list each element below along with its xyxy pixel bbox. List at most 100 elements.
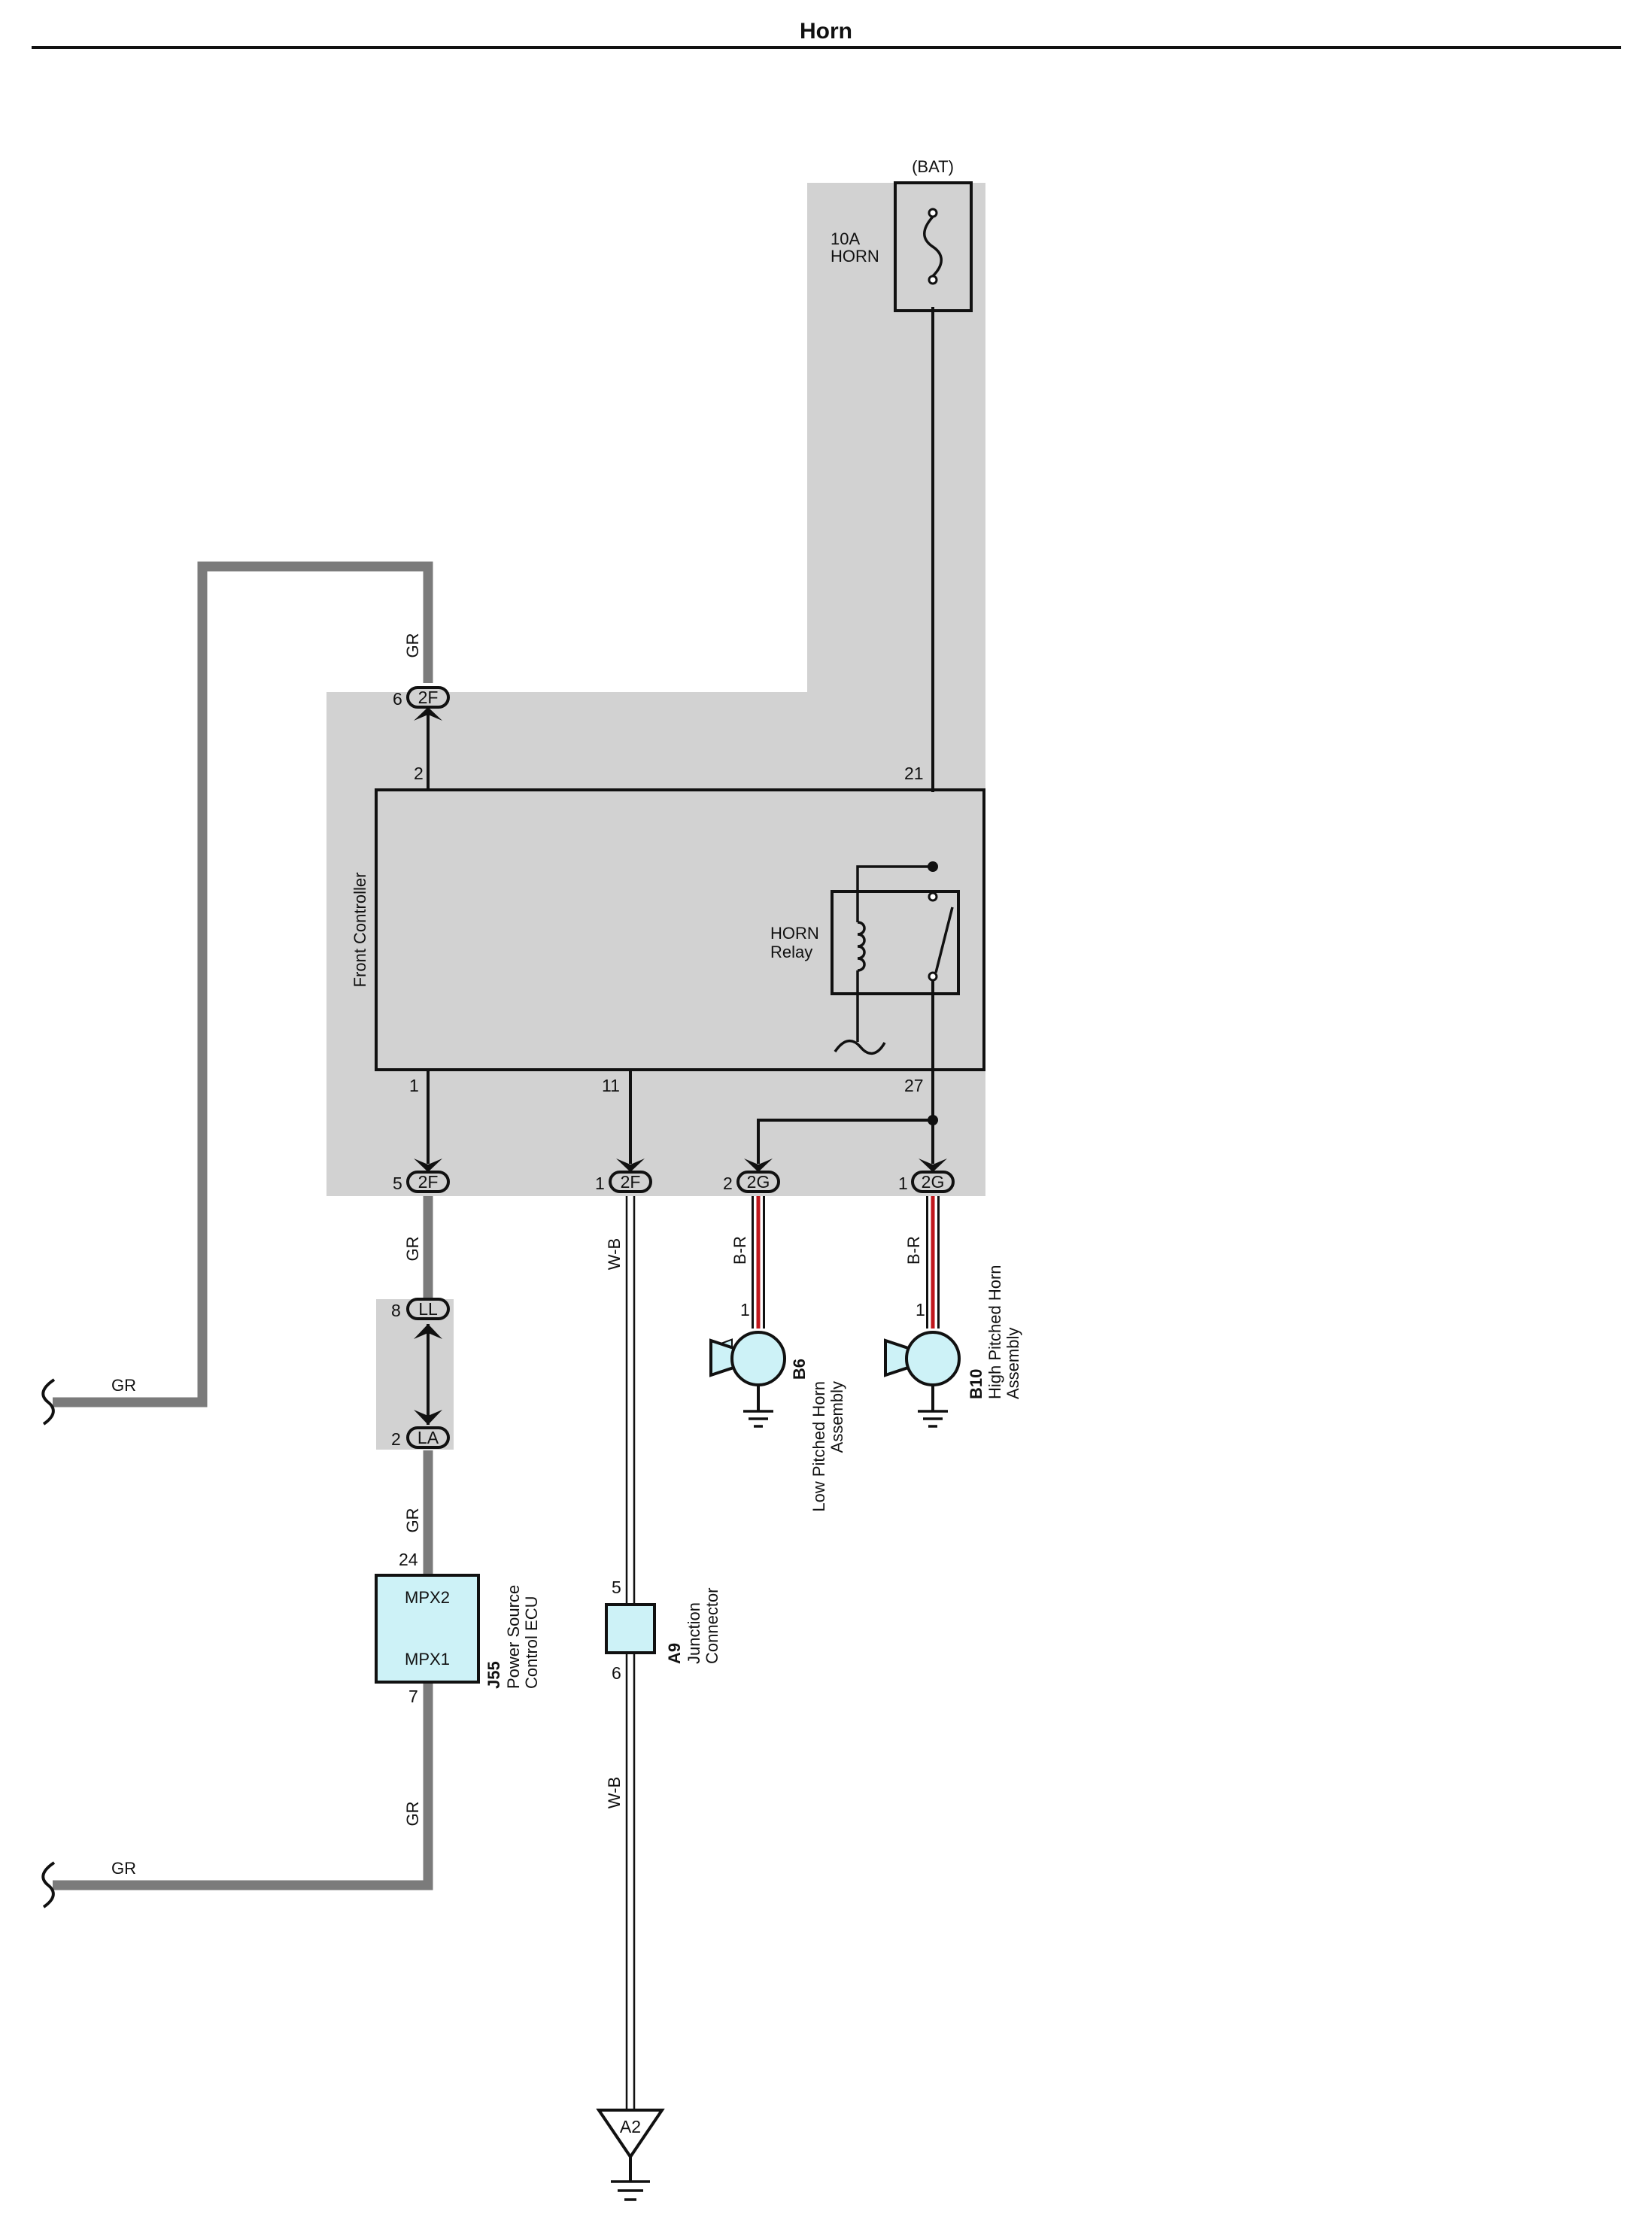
- wire-label-gr-low: GR: [403, 1802, 422, 1827]
- connector-body: [406, 1426, 450, 1449]
- connector-2g-high: 2G 1: [898, 1158, 955, 1193]
- gr-wire-upper-loop: [53, 561, 433, 1407]
- connector-pin: 8: [391, 1301, 401, 1320]
- wire-break-lower: [41, 1861, 56, 1909]
- fuse-element-icon: [923, 215, 943, 278]
- connector-pin: 2: [723, 1174, 733, 1193]
- connector-2f-mid: 2F 1: [595, 1158, 652, 1193]
- horn-label-line2: Assembly: [828, 1381, 846, 1453]
- horn-pin: 1: [740, 1300, 750, 1319]
- gr-wire-group: [53, 561, 433, 1890]
- junction-label-line2: Connector: [703, 1587, 721, 1664]
- ecu-label-line1: Power Source: [504, 1585, 523, 1689]
- connector-body: [406, 1298, 450, 1320]
- wire-break-upper: [41, 1378, 56, 1426]
- fuse-terminal-bottom: [928, 275, 938, 285]
- connector-code: 2F: [418, 688, 439, 707]
- fuse-amp-label: 10A: [831, 229, 860, 248]
- connector-arrow-icon: [414, 1158, 442, 1172]
- connector-pin: 2: [391, 1429, 401, 1449]
- horn-pin: 1: [916, 1300, 925, 1319]
- connector-2g-low: 2G 2: [723, 1158, 780, 1193]
- connector-code: 2F: [418, 1172, 439, 1192]
- junction-dot-relay-top: [928, 861, 938, 872]
- connector-pin: 1: [595, 1174, 605, 1193]
- junction-code: A9: [665, 1643, 684, 1664]
- connector-pin: 6: [393, 689, 402, 709]
- connector-arrow-icon: [414, 707, 442, 721]
- ecu-pin-bottom: 7: [408, 1687, 418, 1706]
- horn-code: B6: [790, 1359, 809, 1380]
- connector-body: [736, 1171, 780, 1193]
- wire-label-br-high: B-R: [904, 1236, 923, 1265]
- connector-code: 2F: [621, 1172, 641, 1192]
- junction-pin-bottom: 6: [612, 1663, 621, 1683]
- power-source-control-ecu: MPX2 MPX1 24 7 J55 Power Source Control …: [375, 1550, 541, 1706]
- connector-body: [406, 1171, 450, 1193]
- fc-pin-2: 2: [414, 764, 424, 783]
- relay-contact-bottom: [928, 971, 938, 982]
- connector-body: [406, 686, 450, 709]
- wire-label-wb-lower: W-B: [605, 1777, 624, 1808]
- connector-arrow-up-icon: [414, 1324, 442, 1339]
- ecu-terminal-mpx2: MPX2: [405, 1588, 450, 1607]
- wire-label-gr-left-lower: GR: [111, 1859, 136, 1878]
- wire-label-gr-la: GR: [403, 1508, 422, 1533]
- junction-box: [605, 1603, 656, 1654]
- relay-label-line1: HORN: [770, 924, 819, 943]
- fc-pin-21: 21: [904, 764, 924, 783]
- ground-point-a2: A2: [596, 2109, 665, 2201]
- connector-arrow-icon: [919, 1158, 947, 1172]
- horn-label-line1: Low Pitched Horn: [809, 1381, 828, 1512]
- relay-label-line2: Relay: [770, 943, 812, 961]
- front-controller-label: Front Controller: [351, 873, 369, 988]
- connector-ll: LL 8: [391, 1298, 450, 1339]
- connector-code: LL: [418, 1299, 438, 1319]
- wire-label-wb-upper: W-B: [605, 1238, 624, 1270]
- connector-2f-left: 2F 5: [393, 1158, 450, 1193]
- ecu-terminal-mpx1: MPX1: [405, 1650, 450, 1669]
- horn-relay: HORN Relay: [770, 861, 960, 1070]
- ground-point-triangle-icon: [596, 2109, 665, 2160]
- gr-wire-ecu-lower: [53, 1682, 433, 1890]
- horn-label-line1: High Pitched Horn: [985, 1265, 1004, 1399]
- connector-pin: 5: [393, 1174, 402, 1193]
- ecu-box: [375, 1574, 480, 1684]
- fc-pin-1: 1: [409, 1076, 419, 1095]
- wire-label-gr-mid: GR: [403, 1237, 422, 1262]
- connector-code: 2G: [922, 1172, 945, 1192]
- relay-coil-feed: [856, 865, 933, 922]
- ecu-pin-top: 24: [399, 1550, 418, 1569]
- connector-code: 2G: [747, 1172, 770, 1192]
- ground-point-code: A2: [620, 2117, 641, 2136]
- fuse-terminal-top: [928, 208, 938, 218]
- page-title: Horn: [800, 19, 852, 44]
- connector-arrow-down-icon: [414, 1410, 442, 1425]
- junction-dot-horn-split: [928, 1115, 938, 1125]
- relay-coil-icon: [857, 921, 866, 972]
- relay-contact-top: [928, 891, 938, 902]
- front-controller-box: [375, 788, 985, 1071]
- connector-body: [911, 1171, 955, 1193]
- junction-label-line1: Junction: [685, 1602, 703, 1664]
- wire-label-gr-top: GR: [403, 633, 422, 658]
- connector-2f-top: 2F 6: [393, 686, 450, 721]
- connector-pin: 1: [898, 1174, 908, 1193]
- bat-label: (BAT): [912, 157, 954, 176]
- relay-switch-arm: [934, 906, 954, 973]
- connector-body: [609, 1171, 652, 1193]
- engine-room-junction-block-shade: [326, 183, 985, 1196]
- connector-arrow-icon: [616, 1158, 645, 1172]
- junction-pin-top: 5: [612, 1578, 621, 1597]
- ecu-label-line2: Control ECU: [522, 1596, 541, 1689]
- horn-code: B10: [967, 1369, 985, 1399]
- horn-body-icon: [905, 1331, 961, 1386]
- high-pitched-horn: 1 B10 High Pitched Horn Assembly: [884, 1265, 1022, 1428]
- wire-label-gr-left-upper: GR: [111, 1376, 136, 1395]
- fc-pin-11: 11: [602, 1076, 620, 1095]
- fuse-box: [894, 181, 973, 312]
- horn-trumpet-icon: [709, 1338, 735, 1377]
- junction-connector: 5 6 A9 Junction Connector: [605, 1578, 721, 1683]
